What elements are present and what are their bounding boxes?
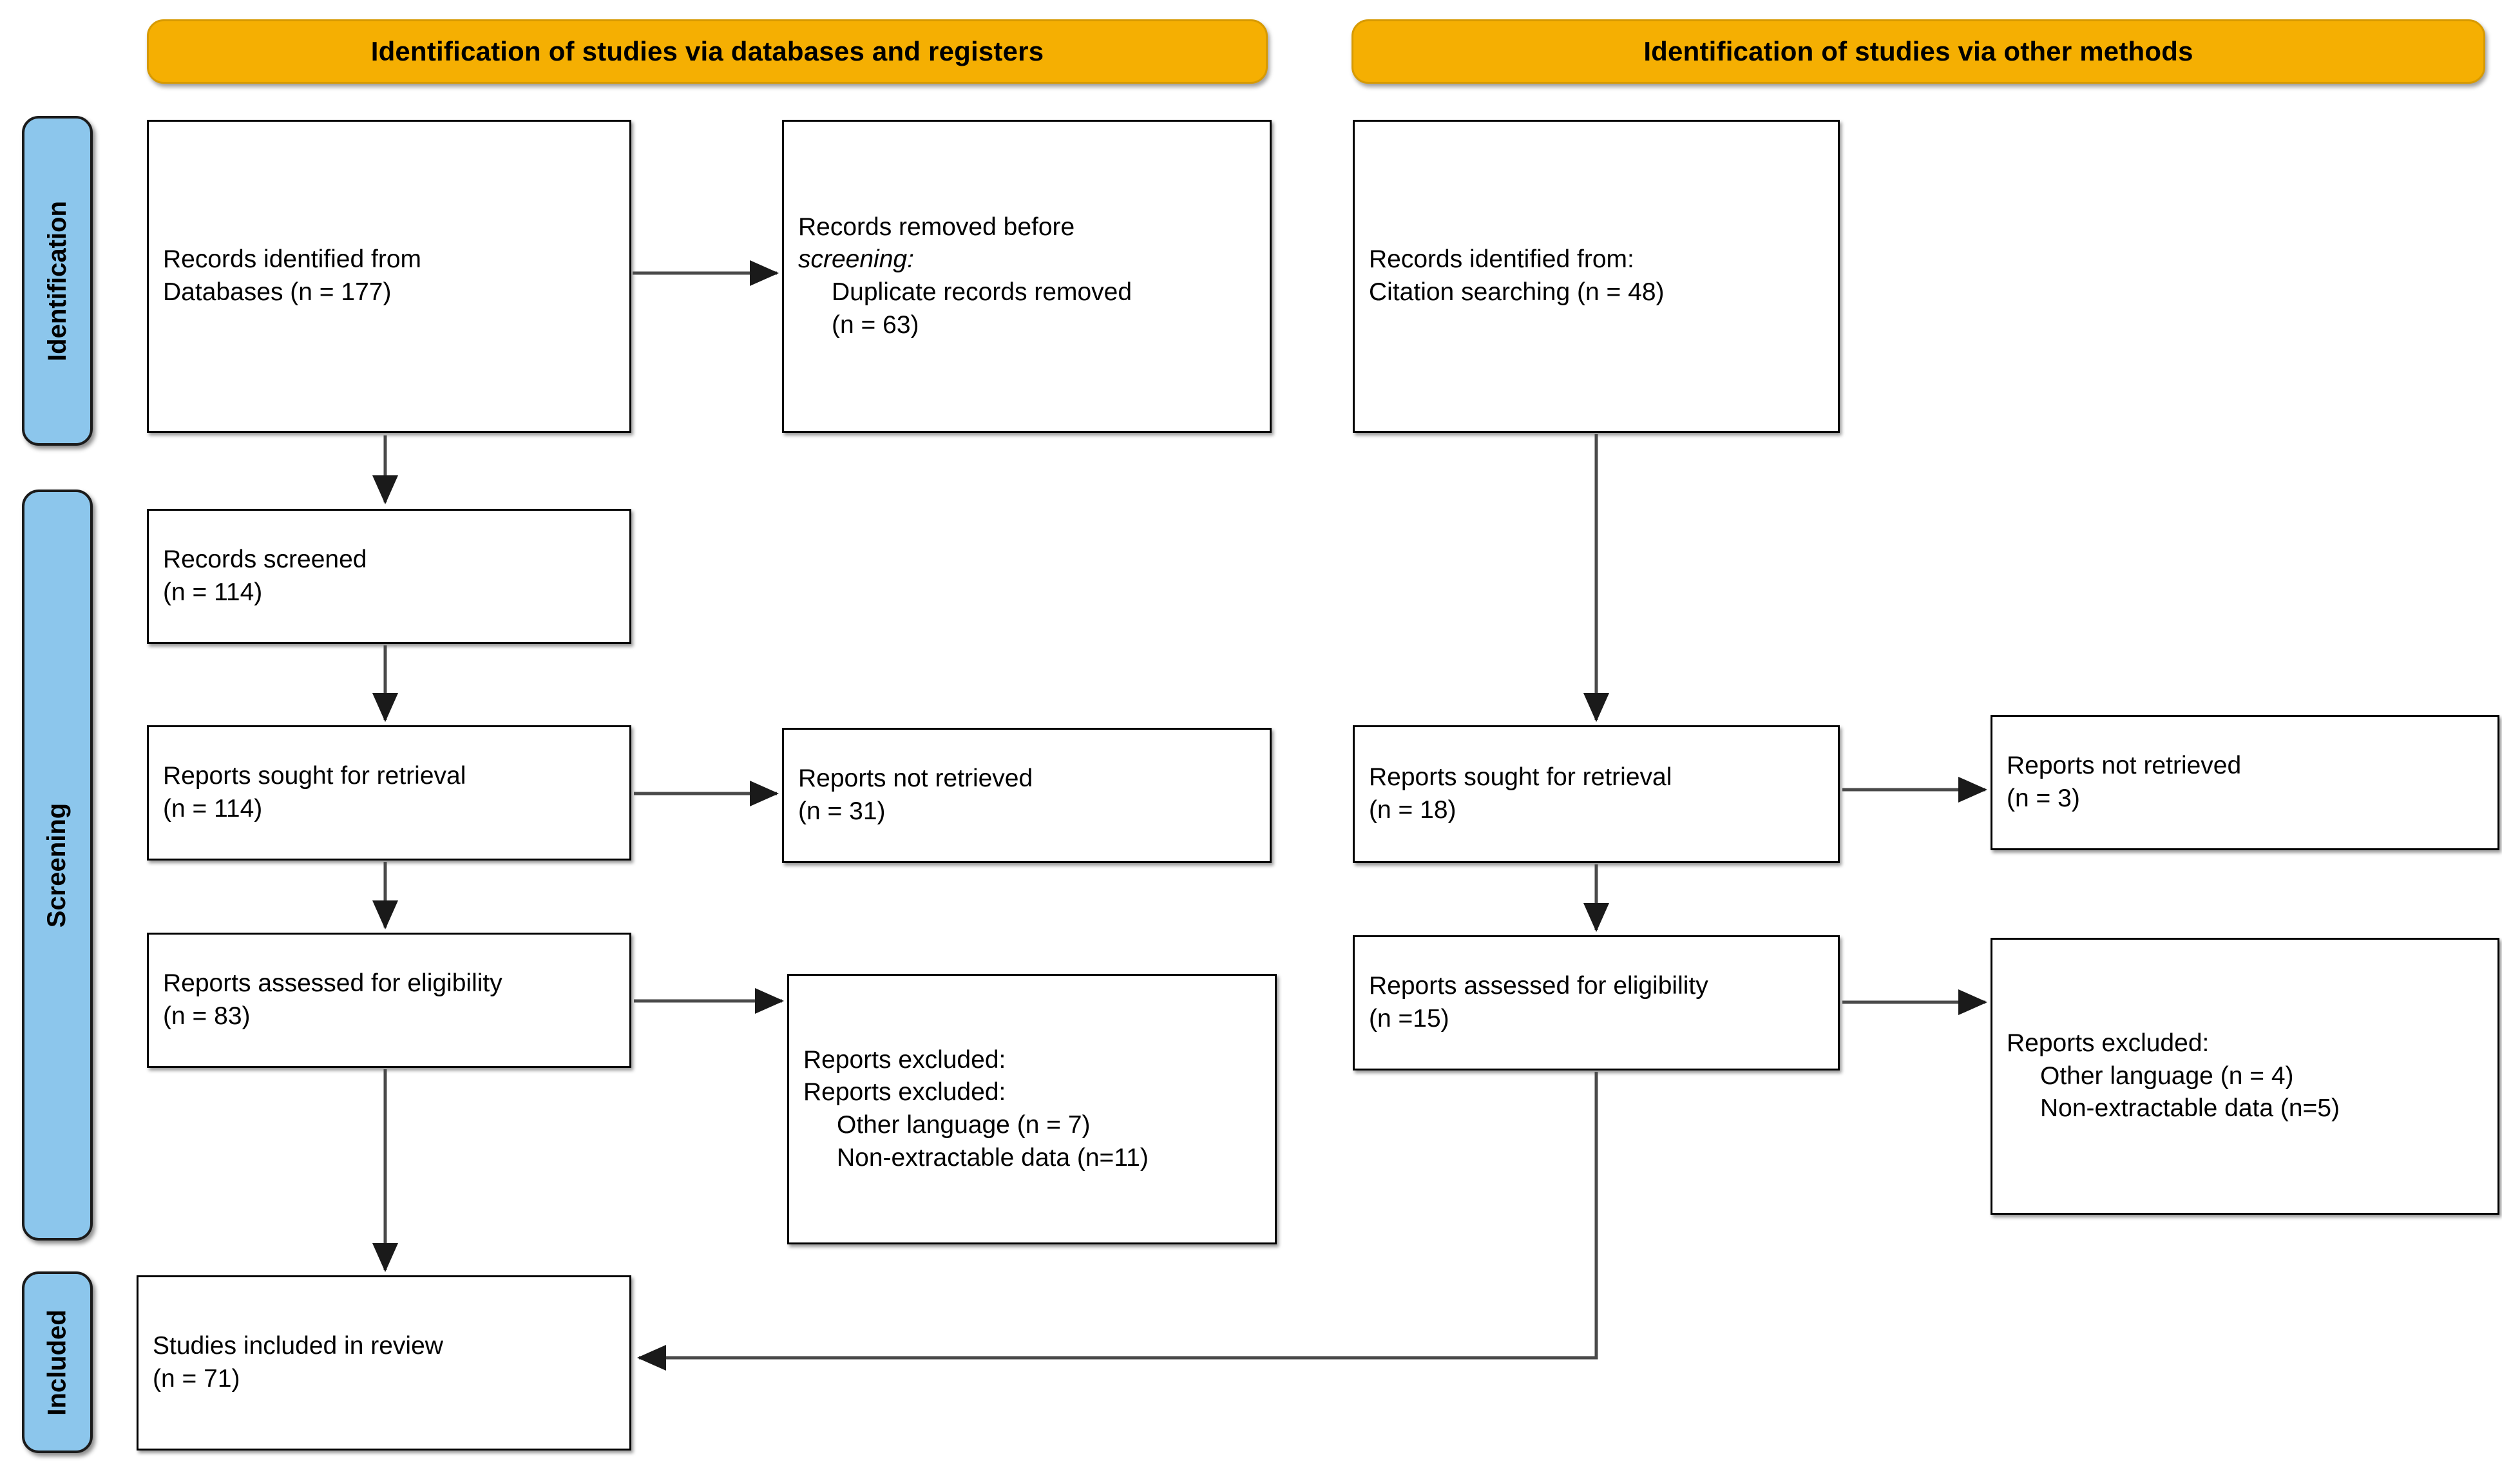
line-text: Records screened xyxy=(163,546,367,574)
stage-tab-identification-label: Identification xyxy=(43,200,72,361)
line-text-indented: Other language (n = 7) xyxy=(837,1111,1091,1139)
line-text: (n =15) xyxy=(1369,1005,1449,1032)
line-text: Reports excluded: xyxy=(2007,1029,2210,1057)
box-records-screened: Records screened (n = 114) xyxy=(147,509,631,644)
box-reports-sought-retrieval-databases: Reports sought for retrieval (n = 114) xyxy=(147,725,631,861)
line-text: (n = 3) xyxy=(2007,785,2080,812)
line-text: Databases (n = 177) xyxy=(163,278,392,306)
box-reports-sought-retrieval-other-lines: Reports sought for retrieval (n = 18) xyxy=(1355,761,1838,826)
line-text: Reports excluded: xyxy=(803,1078,1006,1107)
line-text: (n = 83) xyxy=(163,1002,251,1030)
line-text: Reports sought for retrieval xyxy=(163,762,466,790)
box-reports-assessed-eligibility-databases-lines: Reports assessed for eligibility (n = 83… xyxy=(149,967,629,1032)
line-text: Reports sought for retrieval xyxy=(1369,763,1672,792)
line-text: (n = 114) xyxy=(163,795,263,823)
box-reports-assessed-eligibility-other-lines: Reports assessed for eligibility (n =15) xyxy=(1355,970,1838,1035)
box-records-screened-lines: Records screened (n = 114) xyxy=(149,544,629,609)
stage-tab-included-label: Included xyxy=(43,1309,72,1416)
line-text: (n = 31) xyxy=(798,797,886,825)
line-text: Records identified from: xyxy=(1369,245,1634,274)
line-text-indented: (n = 63) xyxy=(832,310,919,339)
line-text: (n = 114) xyxy=(163,578,263,606)
line-text: Records removed before xyxy=(798,213,1075,241)
stage-tab-identification: Identification xyxy=(22,116,93,446)
box-records-identified-databases: Records identified from Databases (n = 1… xyxy=(147,120,631,433)
box-reports-sought-retrieval-databases-lines: Reports sought for retrieval (n = 114) xyxy=(149,760,629,825)
line-text: Citation searching (n = 48) xyxy=(1369,278,1665,306)
line-text-indented: Non-extractable data (n=5) xyxy=(2040,1094,2340,1123)
box-records-identified-databases-lines: Records identified from Databases (n = 1… xyxy=(149,243,629,309)
box-reports-excluded-other: Reports excluded: Other language (n = 4)… xyxy=(1991,938,2499,1215)
box-reports-excluded-databases-lines: Reports excluded: Reports excluded: Othe… xyxy=(789,1044,1275,1175)
box-reports-assessed-eligibility-databases: Reports assessed for eligibility (n = 83… xyxy=(147,933,631,1068)
box-reports-not-retrieved-databases: Reports not retrieved (n = 31) xyxy=(782,728,1272,863)
box-records-identified-citation-searching-lines: Records identified from: Citation search… xyxy=(1355,243,1838,309)
box-reports-not-retrieved-databases-lines: Reports not retrieved (n = 31) xyxy=(784,763,1270,828)
line-text: Reports assessed for eligibility xyxy=(1369,972,1708,1000)
line-text: (n = 18) xyxy=(1369,796,1456,824)
banner-databases-registers-label: Identification of studies via databases … xyxy=(370,36,1044,66)
box-records-removed-before-screening: Records removed before screening: Duplic… xyxy=(782,120,1272,433)
box-reports-sought-retrieval-other: Reports sought for retrieval (n = 18) xyxy=(1353,725,1840,863)
line-text-indented: Non-extractable data (n=11) xyxy=(837,1143,1149,1172)
box-reports-excluded-other-lines: Reports excluded: Other language (n = 4)… xyxy=(1992,1027,2497,1125)
line-text: Records identified from xyxy=(163,245,422,274)
line-text: Studies included in review xyxy=(153,1332,443,1360)
stage-tab-included: Included xyxy=(22,1271,93,1453)
box-reports-excluded-databases: Reports excluded: Reports excluded: Othe… xyxy=(787,974,1277,1244)
box-records-identified-citation-searching: Records identified from: Citation search… xyxy=(1353,120,1840,433)
banner-other-methods-label: Identification of studies via other meth… xyxy=(1643,36,2193,66)
box-records-removed-before-screening-lines: Records removed before screening: Duplic… xyxy=(784,211,1270,342)
box-studies-included-in-review: Studies included in review (n = 71) xyxy=(137,1275,631,1451)
line-text: Reports assessed for eligibility xyxy=(163,969,502,998)
banner-databases-registers: Identification of studies via databases … xyxy=(147,19,1268,84)
box-reports-not-retrieved-other-lines: Reports not retrieved (n = 3) xyxy=(1992,750,2497,815)
line-text-italic: screening: xyxy=(798,245,914,274)
line-text-indented: Duplicate records removed xyxy=(832,278,1132,306)
line-text: Reports not retrieved xyxy=(2007,752,2242,780)
banner-other-methods: Identification of studies via other meth… xyxy=(1351,19,2485,84)
line-text: Reports not retrieved xyxy=(798,765,1033,793)
box-reports-not-retrieved-other: Reports not retrieved (n = 3) xyxy=(1991,715,2499,850)
line-text-indented: Other language (n = 4) xyxy=(2040,1061,2294,1090)
box-reports-assessed-eligibility-other: Reports assessed for eligibility (n =15) xyxy=(1353,935,1840,1070)
line-text: (n = 71) xyxy=(153,1365,240,1393)
stage-tab-screening: Screening xyxy=(22,490,93,1241)
stage-tab-screening-label: Screening xyxy=(43,803,72,928)
line-text: Reports excluded: xyxy=(803,1045,1006,1074)
box-studies-included-in-review-lines: Studies included in review (n = 71) xyxy=(138,1330,629,1395)
